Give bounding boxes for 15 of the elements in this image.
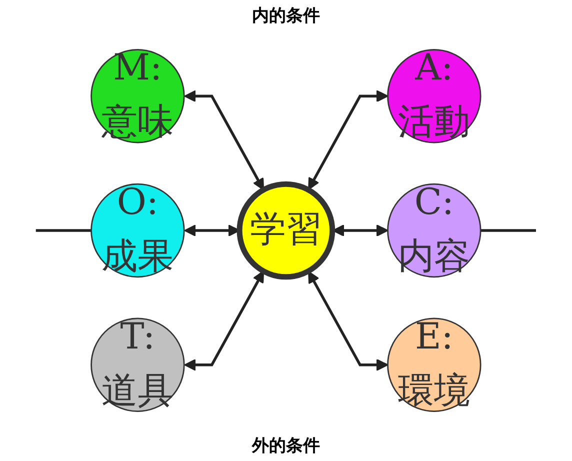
node-circle: 学習 <box>236 181 336 280</box>
arrow <box>184 270 264 371</box>
arrow <box>184 90 264 190</box>
section-heading: 外的条件 <box>252 435 320 457</box>
connector <box>480 229 536 232</box>
node-circle: E: 環境 <box>387 318 482 412</box>
node-circle: C: 内容 <box>387 183 482 278</box>
node-circle: T: 道具 <box>90 318 185 412</box>
node-circle: O: 成果 <box>90 183 185 278</box>
node-circle: M: 意味 <box>90 49 185 144</box>
section-heading: 内的条件 <box>252 5 320 27</box>
connector <box>36 229 92 232</box>
node-circle: A: 活動 <box>387 49 482 144</box>
arrow <box>308 90 388 190</box>
arrow <box>308 271 388 371</box>
